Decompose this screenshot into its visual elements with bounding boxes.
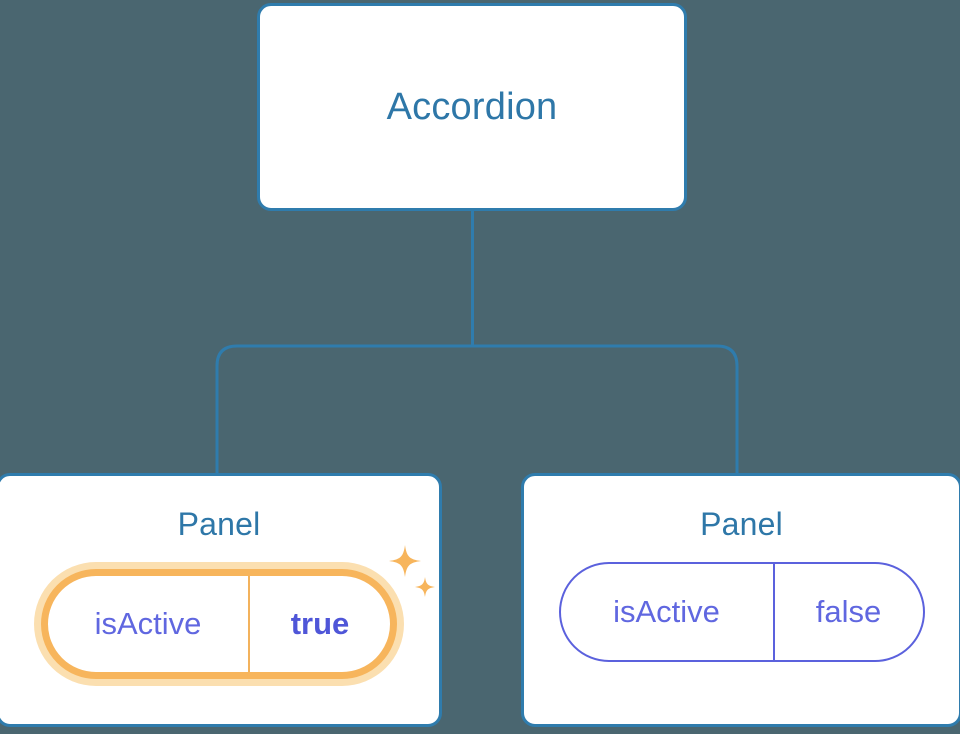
edge-split-bar bbox=[215, 344, 739, 473]
prop-key: isActive bbox=[94, 606, 202, 641]
prop-pill-active-wrap: isActive true bbox=[34, 562, 404, 686]
node-panel-active[interactable]: Panel isActive true bbox=[0, 473, 442, 727]
prop-pill-inactive-wrap: isActive false bbox=[558, 562, 925, 662]
prop-pill-inactive[interactable]: isActive false bbox=[558, 562, 925, 662]
prop-value: false bbox=[815, 594, 882, 629]
node-accordion-title: Accordion bbox=[386, 86, 558, 128]
node-panel-active-title: Panel bbox=[177, 506, 261, 542]
prop-key: isActive bbox=[613, 594, 720, 629]
prop-divider bbox=[772, 564, 775, 660]
node-accordion[interactable]: Accordion bbox=[257, 3, 687, 211]
prop-pill-active[interactable]: isActive true bbox=[41, 569, 397, 679]
prop-value: true bbox=[290, 606, 350, 641]
prop-pill-glow: isActive true bbox=[34, 562, 404, 686]
node-panel-inactive-title: Panel bbox=[700, 506, 783, 542]
node-panel-inactive[interactable]: Panel isActive false bbox=[521, 473, 960, 727]
prop-divider bbox=[248, 576, 250, 672]
